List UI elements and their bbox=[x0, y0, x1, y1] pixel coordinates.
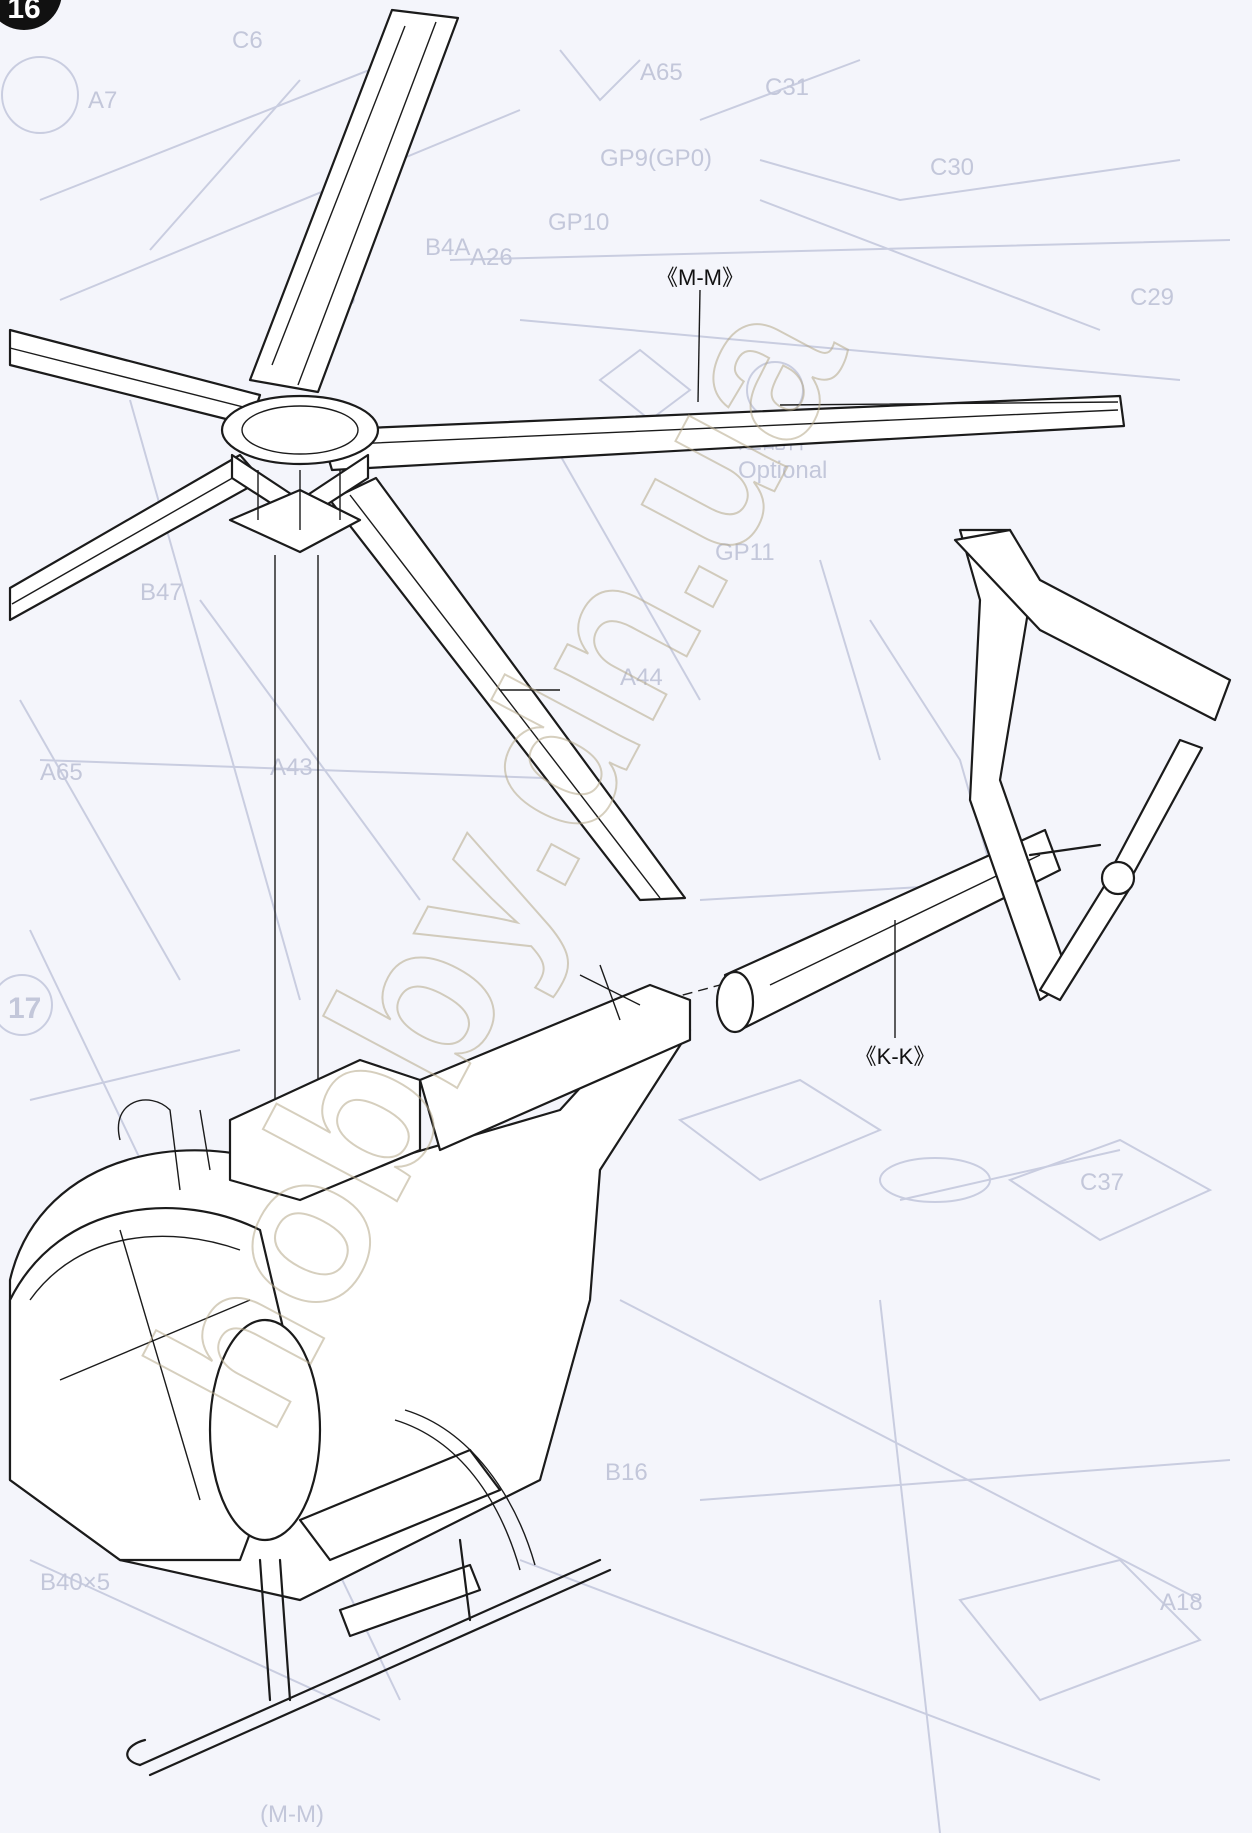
ghost-label: A43 bbox=[270, 754, 313, 781]
ghost-label: GP11 bbox=[715, 539, 775, 566]
ghost-label: A18 bbox=[1160, 1589, 1203, 1616]
swashplate-mount bbox=[228, 488, 362, 554]
ghost-label: A65 bbox=[40, 759, 83, 786]
ghost-label: A65 bbox=[640, 59, 683, 86]
minigun-pod bbox=[298, 1448, 502, 1562]
rotor-blade-top bbox=[248, 8, 460, 394]
ghost-label: C29 bbox=[1130, 284, 1174, 311]
tail-rotor-hub bbox=[1100, 860, 1136, 896]
tail-assembly: 《K-K》 bbox=[589, 528, 1232, 1069]
rotor-hub bbox=[220, 394, 380, 466]
label-tail-boom: 《K-K》 bbox=[855, 1044, 936, 1069]
label-main-rotor: 《M-M》 bbox=[656, 265, 744, 290]
ghost-label: (M-M) bbox=[260, 1801, 324, 1828]
ghost-circle-a7 bbox=[1, 56, 79, 134]
tail-boom-socket bbox=[715, 970, 755, 1034]
tail-rotor-blade-upper bbox=[1108, 738, 1204, 882]
ghost-label: C30 bbox=[930, 154, 974, 181]
ghost-label: C31 bbox=[765, 74, 809, 101]
rotor-blade-left bbox=[8, 328, 262, 427]
ghost-circle-17 bbox=[0, 974, 53, 1036]
ghost-label: GP10 bbox=[548, 209, 609, 236]
horizontal-stabilizer bbox=[953, 528, 1232, 722]
ghost-label: B47 bbox=[140, 579, 183, 606]
fuselage bbox=[8, 964, 692, 1777]
skid-tip bbox=[126, 1738, 147, 1767]
ghost-caption: Optional bbox=[738, 457, 827, 484]
background-ghost-layer: A7 C6 A65 C31 GP9(GP0) GP10 B4A A26 C5 C… bbox=[0, 27, 1231, 1833]
leader-line bbox=[697, 289, 701, 403]
ghost-label: A26 bbox=[470, 244, 513, 271]
ghost-label: B4A bbox=[425, 234, 470, 261]
rotor-blade-lower-left bbox=[8, 453, 264, 622]
ghost-label: A44 bbox=[620, 664, 663, 691]
cabin-door-window bbox=[208, 1318, 322, 1542]
ghost-label: C6 bbox=[232, 27, 263, 54]
landing-skid bbox=[138, 1558, 602, 1767]
ghost-label: B16 bbox=[605, 1459, 648, 1486]
gun-barrel bbox=[338, 1563, 482, 1638]
ghost-label: GP9(GP0) bbox=[600, 145, 712, 172]
ghost-label: A7 bbox=[88, 87, 117, 114]
ghost-step-number: 17 bbox=[8, 992, 41, 1025]
tail-cone bbox=[418, 983, 692, 1152]
step-number: 16 bbox=[7, 0, 40, 25]
ghost-label: C37 bbox=[1080, 1169, 1124, 1196]
main-rotor-assembly: 《M-M》 bbox=[8, 8, 1126, 1210]
ghost-label: B40×5 bbox=[40, 1569, 110, 1596]
engine-intake bbox=[228, 1058, 422, 1202]
step-badge: 16 bbox=[0, 0, 62, 30]
